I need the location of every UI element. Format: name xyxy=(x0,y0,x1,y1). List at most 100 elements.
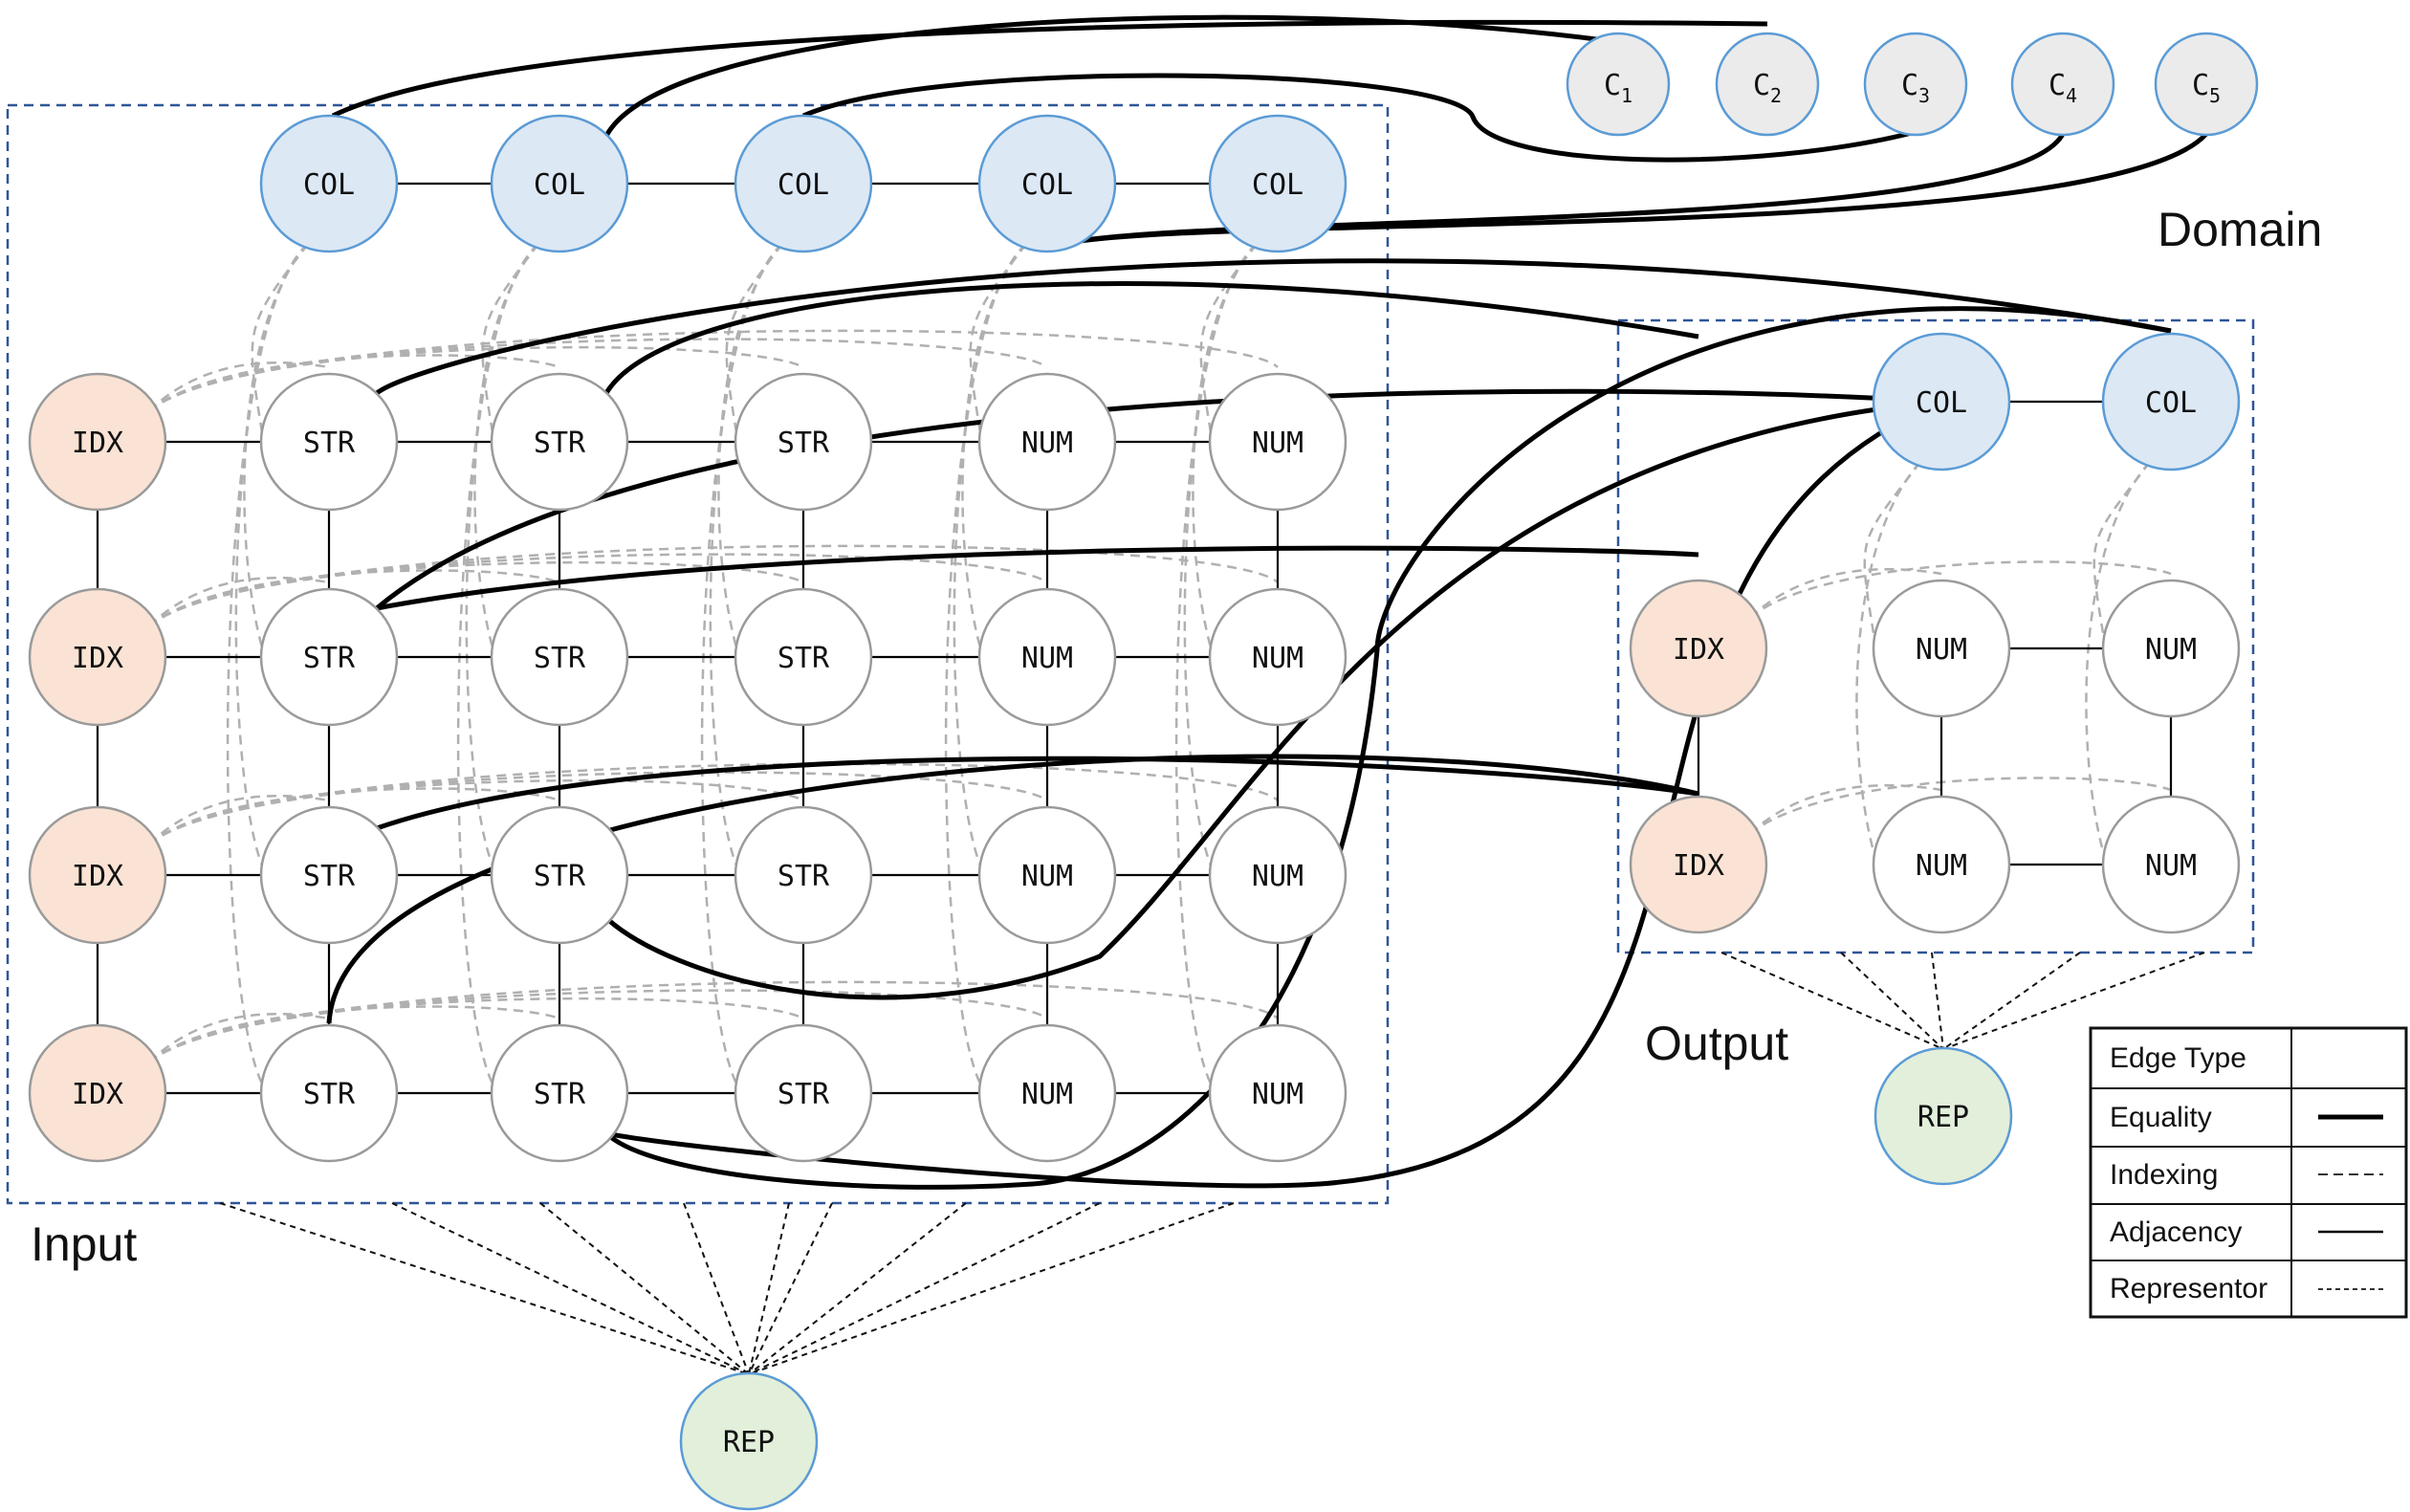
input-idx-node-circle xyxy=(28,372,167,512)
equality-edge xyxy=(375,258,2172,395)
input-cell-node-circle xyxy=(1208,805,1347,945)
input-col-node: COL xyxy=(977,114,1117,253)
equality-edge xyxy=(376,756,1699,831)
input-cell-node: STR xyxy=(490,805,629,945)
input-cell-node-circle xyxy=(259,1023,399,1163)
representor-edge xyxy=(391,1202,750,1375)
domain-node-circle xyxy=(1566,32,1671,137)
output-cell-node-label: NUM xyxy=(2145,849,2197,883)
input-cell-node-circle xyxy=(1208,372,1347,512)
indexing-edge xyxy=(136,560,804,639)
legend-label-adjacency: Adjacency xyxy=(2110,1216,2242,1248)
representor-edge xyxy=(748,1202,1101,1375)
domain-node-base: C xyxy=(1901,69,1918,102)
input-cell-node-circle xyxy=(734,805,873,945)
input-cell-node: STR xyxy=(734,587,873,727)
domain-node-label: C5 xyxy=(2192,69,2221,107)
input-cell-node: NUM xyxy=(977,805,1117,945)
input-cell-node-circle xyxy=(259,587,399,727)
input-cell-node: STR xyxy=(259,1023,399,1163)
output-col-node-label: COL xyxy=(2145,386,2197,420)
output-cell-node-circle xyxy=(1872,795,2011,934)
input-col-node-circle xyxy=(977,114,1117,253)
equality-edge xyxy=(1046,132,2208,251)
input-cell-node-label: NUM xyxy=(1252,1078,1304,1111)
domain-node: C4 xyxy=(2010,32,2115,137)
input-idx-node-circle xyxy=(28,1023,167,1163)
domain-node-subscript: 4 xyxy=(2066,84,2077,107)
input-cell-node-circle xyxy=(977,805,1117,945)
edge-type-legend: Edge Type Equality Indexing Adjacency Re… xyxy=(2089,1026,2408,1319)
input-col-node-label: COL xyxy=(1252,168,1304,202)
indexing-edge xyxy=(1855,461,1921,856)
output-cell-node-label: NUM xyxy=(2145,633,2197,667)
input-cell-node-circle xyxy=(490,1023,629,1163)
domain-node-circle xyxy=(2010,32,2115,137)
input-cell-node-label: STR xyxy=(778,642,830,675)
input-col-node-label: COL xyxy=(534,168,585,202)
output-cell-node-label: NUM xyxy=(1916,633,1967,667)
input-cell-node-label: STR xyxy=(534,642,586,675)
input-col-node-label: COL xyxy=(778,168,829,202)
input-cell-node-circle xyxy=(490,805,629,945)
indexing-edge xyxy=(136,997,804,1075)
indexing-edge xyxy=(137,1005,560,1075)
domain-node-subscript: 3 xyxy=(1918,84,1930,107)
indexing-edge xyxy=(136,345,804,424)
equality-edge xyxy=(375,388,1942,610)
input-col-node: COL xyxy=(490,114,629,253)
input-label: Input xyxy=(31,1217,137,1271)
input-cell-node: STR xyxy=(490,587,629,727)
domain-node-subscript: 5 xyxy=(2209,84,2221,107)
equality-edge xyxy=(326,754,1699,1024)
output-region-box xyxy=(1616,318,2255,954)
domain-label: Domain xyxy=(2158,203,2322,256)
input-cell-node: STR xyxy=(734,372,873,512)
indexing-edge xyxy=(2085,461,2151,856)
equality-edge xyxy=(603,281,1699,395)
equality-edge xyxy=(604,399,1942,1000)
input-col-node-label: COL xyxy=(303,168,355,202)
input-cell-node-circle xyxy=(734,372,873,512)
input-idx-node-label: IDX xyxy=(72,1078,123,1111)
output-cell-node-circle xyxy=(1872,579,2011,718)
representor-edge xyxy=(748,1202,790,1375)
domain-node-base: C xyxy=(1604,69,1621,102)
input-cell-node: STR xyxy=(259,372,399,512)
input-cell-node-circle xyxy=(1208,587,1347,727)
domain-node-subscript: 1 xyxy=(1621,84,1632,107)
output-cell-node-circle xyxy=(2101,795,2241,934)
input-idx-node-label: IDX xyxy=(72,427,123,460)
output-cell-node: NUM xyxy=(2101,795,2241,934)
input-cell-node-circle xyxy=(1208,1023,1347,1163)
indexing-edge xyxy=(1738,784,1942,846)
input-cell-node-label: STR xyxy=(778,1078,830,1111)
input-cell-node-circle xyxy=(259,372,399,512)
input-col-node-label: COL xyxy=(1021,168,1073,202)
input-cell-node: NUM xyxy=(1208,372,1347,512)
output-col-node: COL xyxy=(1872,332,2011,471)
input-cell-node-circle xyxy=(977,1023,1117,1163)
indexing-edge xyxy=(1183,243,1258,866)
input-cell-node-label: NUM xyxy=(1021,1078,1073,1111)
input-idx-node: IDX xyxy=(28,587,167,727)
input-cell-node-label: STR xyxy=(303,642,356,675)
indexing-edge xyxy=(456,243,539,1085)
input-idx-node: IDX xyxy=(28,1023,167,1163)
indexing-edge xyxy=(1738,568,1942,630)
indexing-edge xyxy=(1738,777,2172,846)
input-cell-node: STR xyxy=(259,805,399,945)
input-cell-node-label: NUM xyxy=(1252,642,1304,675)
legend-label-equality: Equality xyxy=(2110,1102,2212,1133)
input-col-node: COL xyxy=(259,114,399,253)
input-cell-node: STR xyxy=(259,587,399,727)
input-cell-node-label: STR xyxy=(534,860,586,893)
output-idx-node-circle xyxy=(1629,579,1768,718)
input-cell-node-label: NUM xyxy=(1021,427,1073,460)
domain-node-subscript: 2 xyxy=(1770,84,1782,107)
indexing-edge xyxy=(1738,560,2172,630)
equality-edge xyxy=(331,19,1768,119)
representor-edge xyxy=(748,1202,967,1375)
output-cell-node: NUM xyxy=(2101,579,2241,718)
equality-edges xyxy=(326,14,2208,1190)
